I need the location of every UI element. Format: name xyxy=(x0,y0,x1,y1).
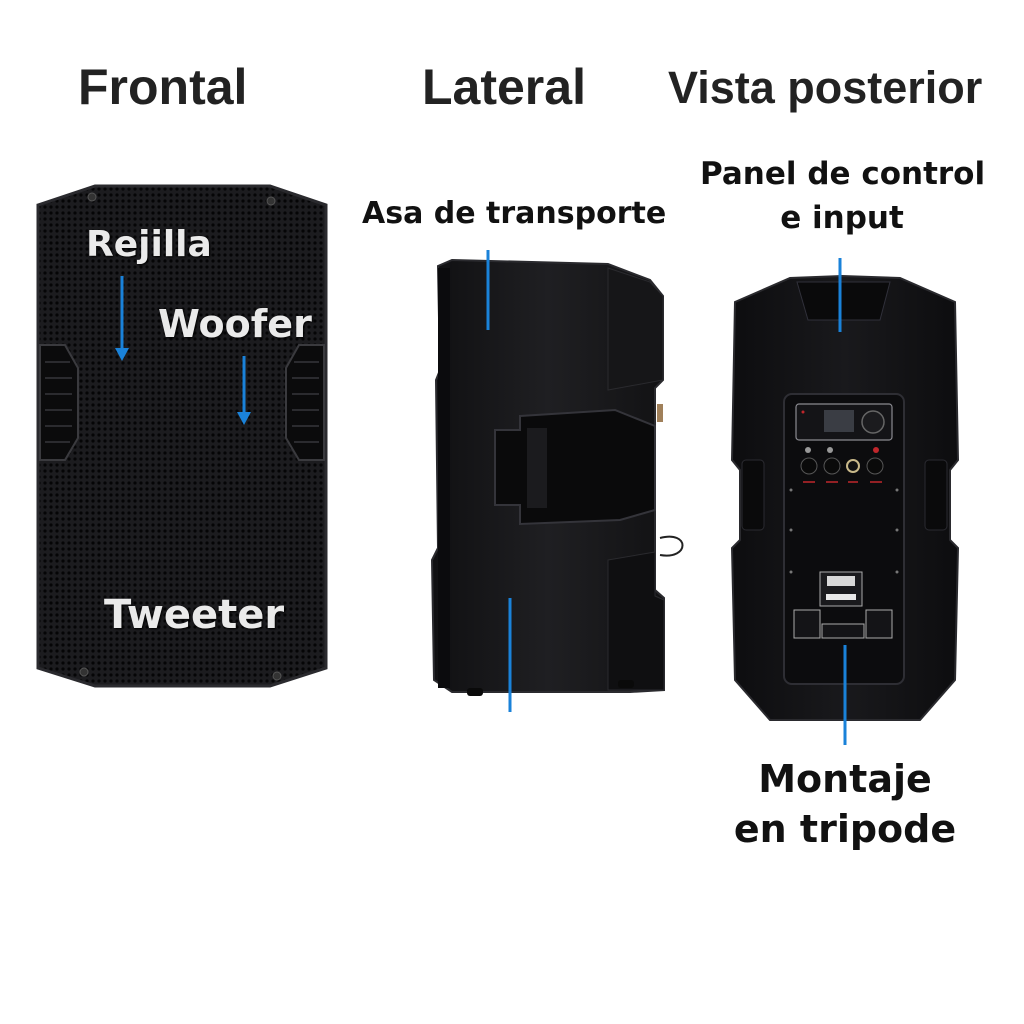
label-tripod-mount: Montaje en tripode xyxy=(730,754,960,854)
label-tripod-mount-line2: en tripode xyxy=(733,807,957,851)
heading-front: Frontal xyxy=(78,59,248,115)
screw xyxy=(79,667,89,677)
label-grille: Rejilla xyxy=(86,224,212,265)
jack-input xyxy=(846,459,860,473)
front-right-handle xyxy=(285,344,325,461)
gain-knob xyxy=(873,447,879,453)
label-tripod-mount-line1: Montaje xyxy=(758,757,932,801)
power-inlet xyxy=(793,609,821,639)
label-carry-handle: Asa de transporte xyxy=(362,196,667,231)
xlr-input xyxy=(823,457,841,475)
front-right-handle-slats xyxy=(292,361,319,443)
power-switch xyxy=(865,609,893,639)
info-label-sticker xyxy=(826,594,856,600)
xlr-output xyxy=(866,457,884,475)
side-rear-step xyxy=(607,267,664,391)
label-control-panel-line1: Panel de control xyxy=(700,156,986,192)
label-control-panel-line2: e input xyxy=(780,200,904,236)
rear-left-handle xyxy=(741,459,765,531)
master-knob xyxy=(861,410,885,434)
side-cable xyxy=(659,535,684,557)
label-woofer: Woofer xyxy=(158,302,312,346)
info-label-barcode xyxy=(827,576,855,586)
front-cabinet xyxy=(36,184,328,688)
carry-handle xyxy=(494,408,656,526)
side-rear-step-lower xyxy=(607,551,665,691)
rear-top-handle xyxy=(796,281,891,321)
front-left-handle xyxy=(39,344,79,461)
front-left-handle-slats xyxy=(45,361,72,443)
input-jacks xyxy=(800,447,884,483)
label-control-panel: Panel de control e input xyxy=(700,152,986,240)
side-foot xyxy=(467,688,483,696)
power-link xyxy=(821,623,865,639)
plate-screws xyxy=(789,488,899,574)
gain-knob xyxy=(805,447,811,453)
screw xyxy=(87,192,97,202)
side-foot xyxy=(618,680,634,688)
side-speaker xyxy=(430,250,684,712)
grille-arrow xyxy=(115,276,129,361)
gain-knob xyxy=(827,447,833,453)
woofer-arrow xyxy=(237,356,251,425)
front-speaker xyxy=(36,184,328,688)
lcd-display xyxy=(824,410,854,432)
rear-right-handle xyxy=(924,459,948,531)
screw xyxy=(266,196,276,206)
rear-speaker xyxy=(730,258,960,745)
label-tweeter: Tweeter xyxy=(104,592,285,638)
xlr-input xyxy=(800,457,818,475)
status-led xyxy=(801,410,805,414)
heading-side: Lateral xyxy=(422,59,586,115)
carry-handle-grip xyxy=(527,428,547,508)
side-connector xyxy=(657,404,663,422)
heading-rear: Vista posterior xyxy=(668,62,983,113)
screw xyxy=(272,671,282,681)
side-front-edge xyxy=(438,268,450,688)
